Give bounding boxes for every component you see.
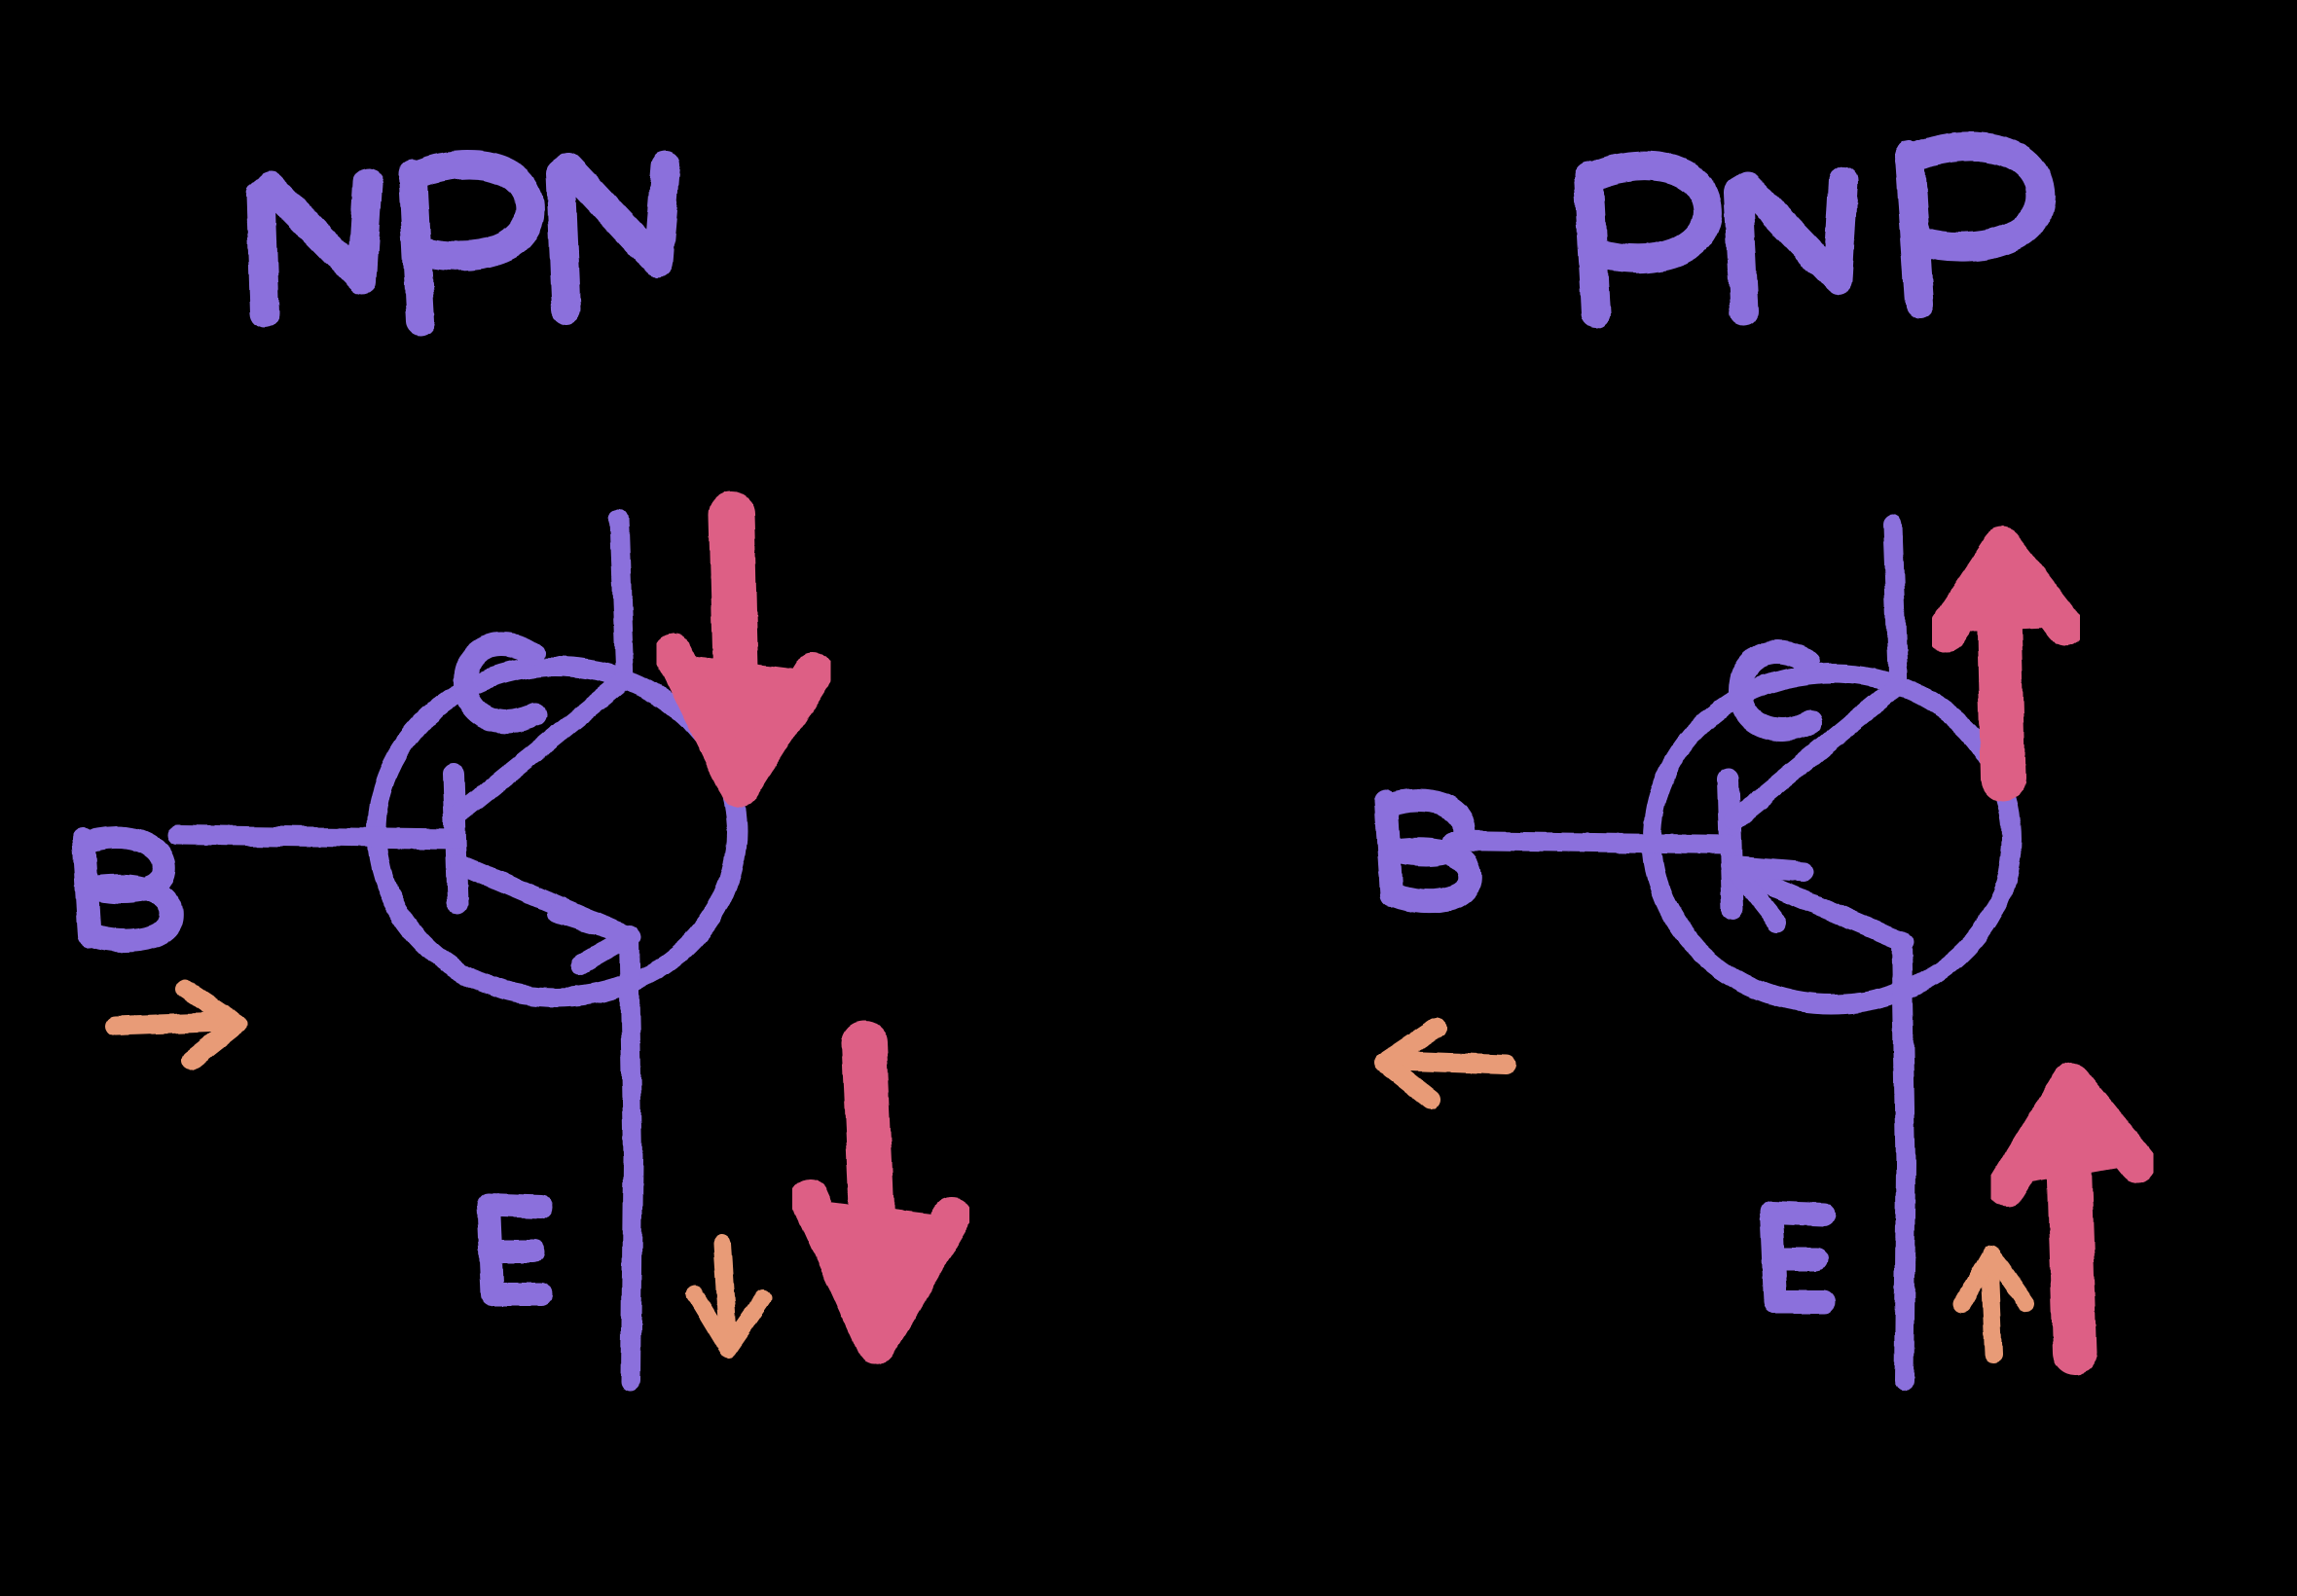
- pnp-emitter-lead: [1892, 930, 1916, 1392]
- pnp-emitter-diagonal: [1725, 860, 1914, 952]
- npn-collector-lead: [609, 508, 635, 691]
- pnp-collector-diagonal: [1725, 677, 1906, 829]
- pnp-title: [1574, 131, 2056, 328]
- pnp-labels: [1374, 640, 1836, 1314]
- npn-collector-diagonal: [450, 671, 633, 823]
- npn-base-label: [72, 825, 184, 953]
- pnp-transistor-symbol: [1442, 516, 2022, 1392]
- npn-emitter-label: [477, 1193, 553, 1306]
- pnp-panel: [1374, 131, 2157, 1392]
- npn-collector-label: [453, 633, 547, 734]
- pnp-collector-current-arrow: [1927, 527, 2085, 801]
- pnp-base-label: [1374, 788, 1482, 914]
- pnp-base-lead: [1442, 831, 1740, 854]
- npn-base-current-arrow: [105, 979, 247, 1070]
- npn-emitter-lead: [619, 925, 643, 1392]
- npn-transistor-symbol: [167, 508, 747, 1392]
- pnp-collector-lead: [1882, 516, 1908, 697]
- npn-panel: [72, 150, 971, 1392]
- npn-emitter-arrowhead: [547, 903, 640, 975]
- pnp-base-current-arrow: [1374, 1018, 1516, 1109]
- npn-title: [246, 150, 680, 336]
- npn-emitter-current-arrow: [790, 1021, 971, 1364]
- pnp-emitter-arrowhead: [1723, 856, 1814, 932]
- pnp-collector-label: [1728, 640, 1822, 742]
- pnp-emitter-label: [1760, 1201, 1836, 1314]
- npn-collector-current-arrow: [654, 491, 833, 808]
- npn-base-lead: [167, 825, 465, 849]
- npn-labels: [72, 633, 553, 1306]
- pnp-emitter-current-arrow: [1987, 1063, 2157, 1375]
- npn-emitter-small-current-arrow: [686, 1235, 772, 1358]
- pnp-emitter-small-current-arrow: [1953, 1245, 2035, 1363]
